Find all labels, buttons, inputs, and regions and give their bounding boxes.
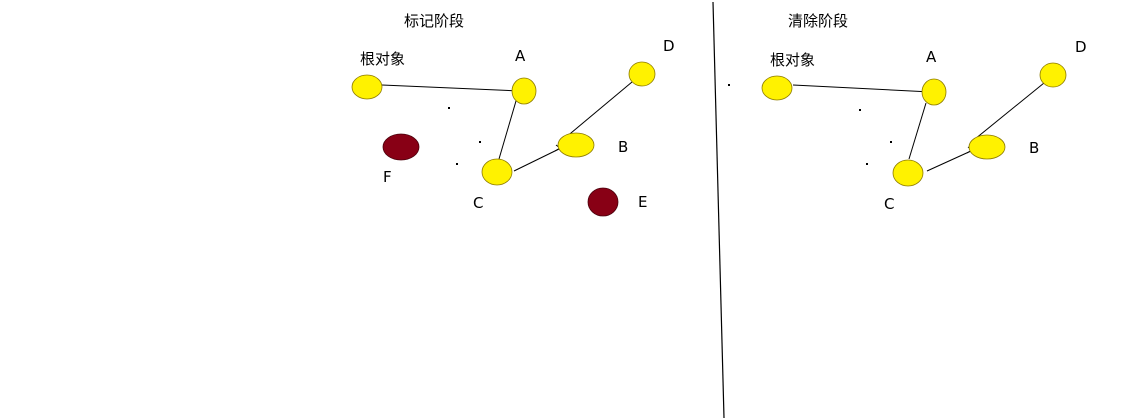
mark-node-root [351, 74, 383, 100]
sweep-node-c [892, 159, 924, 187]
sweep-label-b: B [1029, 139, 1039, 157]
sweep-label-d: D [1075, 38, 1087, 56]
mark-node-c [481, 158, 513, 186]
sweep-speck [890, 141, 892, 143]
mark-panel-title: 标记阶段 [404, 12, 464, 30]
mark-node-b [557, 132, 595, 158]
mark-speck [448, 107, 450, 109]
mark-label-e: E [638, 193, 647, 211]
sweep-edge-root-a [792, 84, 932, 93]
mark-edge-c-b [513, 148, 560, 172]
mark-edge-a-c [498, 100, 517, 160]
mark-node-f [382, 133, 420, 161]
sweep-edge-c-b [926, 150, 972, 172]
sweep-speck [859, 109, 861, 111]
sweep-node-root [761, 75, 793, 101]
mark-speck [456, 163, 458, 165]
mark-node-e [587, 187, 619, 217]
sweep-node-d [1039, 62, 1067, 88]
sweep-speck [728, 84, 730, 86]
sweep-label-c: C [884, 195, 894, 213]
sweep-edge-b-d [974, 82, 1045, 140]
mark-node-a [511, 77, 537, 105]
mark-label-f: F [383, 168, 392, 186]
sweep-node-b [968, 134, 1006, 160]
mark-label-a: A [515, 47, 526, 65]
mark-edge-root-a [381, 84, 522, 92]
mark-node-d [628, 61, 656, 87]
sweep-panel: 清除阶段 根对象 A D B C [728, 12, 1087, 213]
mark-panel: 标记阶段 根对象 A D B C F E [351, 12, 675, 217]
sweep-label-root: 根对象 [770, 51, 815, 69]
sweep-panel-title: 清除阶段 [788, 12, 848, 30]
mark-label-b: B [618, 138, 628, 156]
panel-divider [712, 1, 725, 418]
sweep-label-a: A [926, 48, 937, 66]
mark-edge-b-d [564, 81, 633, 139]
sweep-edge-a-c [908, 102, 927, 160]
mark-label-d: D [663, 37, 675, 55]
mark-label-root: 根对象 [360, 50, 405, 68]
sweep-node-a [921, 78, 947, 106]
mark-speck [479, 141, 481, 143]
sweep-speck [866, 163, 868, 165]
mark-label-c: C [473, 194, 483, 212]
